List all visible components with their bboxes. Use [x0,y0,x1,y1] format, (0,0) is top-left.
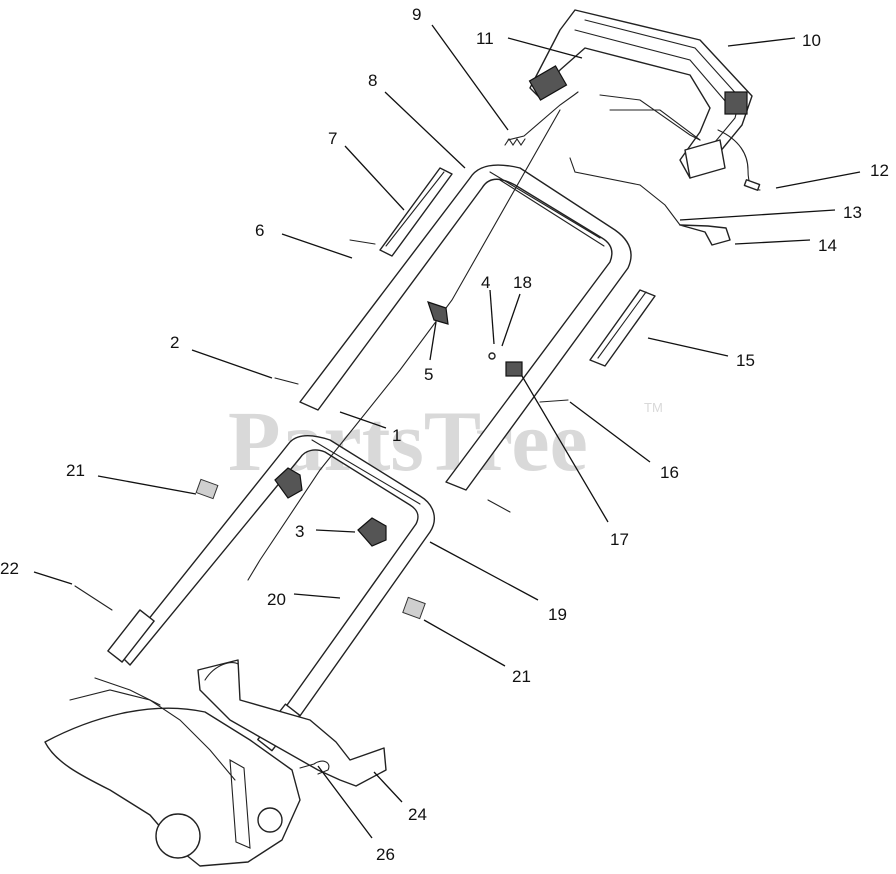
callout-7: 7 [328,129,337,148]
pin-upper-icon [349,239,376,245]
spring-clip-icon [299,760,330,775]
height-adjuster-part [197,659,387,787]
pivot-left-icon [195,478,219,500]
handle-knob-lower-icon [357,517,387,547]
grip-icon [724,91,748,115]
gear-icon [257,807,283,833]
callout-22: 22 [0,559,19,578]
cable-clamp-icon [427,301,449,325]
bolt-left-icon [274,377,299,385]
mower-deck-part [44,677,301,867]
switch-box-icon [528,65,568,101]
callout-13: 13 [843,203,862,222]
rod-fitting-part [679,224,731,246]
spring-icon [504,138,526,146]
callout-14: 14 [818,236,837,255]
leader-lines [33,24,861,839]
bolt-right-icon [539,399,569,403]
cable-clip-icon [505,361,523,377]
wheel-icon [155,813,201,859]
callout-6: 6 [255,221,264,240]
callout-10: 10 [802,31,821,50]
callout-12: 12 [870,161,889,180]
callout-4: 4 [481,273,490,292]
cable-rod-22-part [74,585,113,611]
bail-handle-part [528,9,753,179]
callout-9: 9 [412,5,421,24]
callout-24: 24 [408,805,427,824]
callout-26: 26 [376,845,395,864]
callout-17: 17 [610,530,629,549]
callout-3: 3 [295,522,304,541]
handle-cover-left-part [379,167,453,257]
callout-20: 20 [267,590,286,609]
upper-handle-part [299,164,632,491]
drive-cable-part [247,109,561,581]
callout-19: 19 [548,605,567,624]
callout-21-left: 21 [66,461,85,480]
callout-16: 16 [660,463,679,482]
spring-cable-part [507,91,579,141]
callout-18: 18 [513,273,532,292]
upper-rod-part [569,157,681,226]
handle-knob-upper-icon [274,467,303,499]
watermark-trademark: TM [644,400,663,415]
lower-handle-mount-left-icon [107,609,155,663]
pivot-right-icon [402,596,426,620]
cable-end-icon [743,179,761,191]
callout-11: 11 [476,29,494,48]
callout-15: 15 [736,351,755,370]
callout-1: 1 [392,426,401,445]
washer-icon [488,352,496,360]
callout-2: 2 [170,333,179,352]
callout-8: 8 [368,71,377,90]
callout-5: 5 [424,365,433,384]
callout-21-right: 21 [512,667,531,686]
bolt-lower-icon [487,499,511,513]
